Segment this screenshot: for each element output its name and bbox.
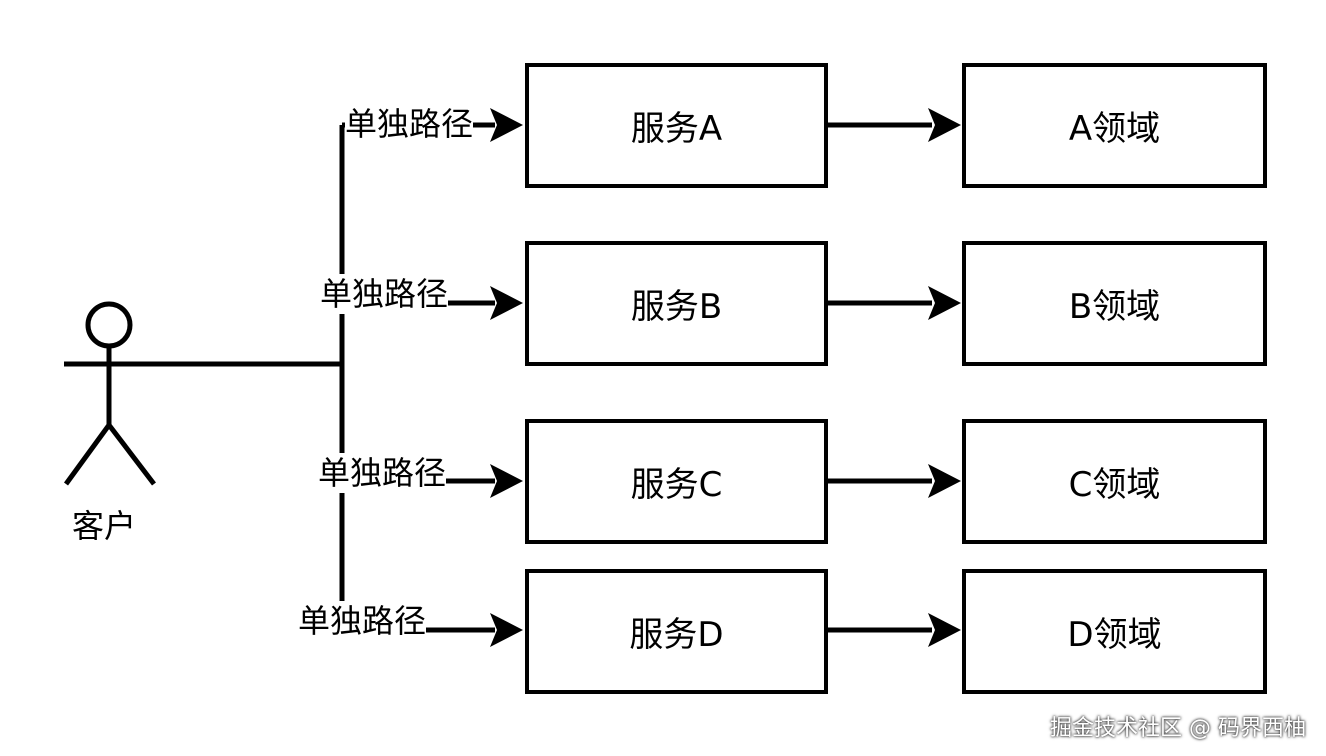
edge-label-c: 单独路径 (318, 453, 447, 493)
service-label-b: 服务B (630, 287, 723, 327)
service-to-domain-d (828, 613, 961, 647)
edge-label-b: 单独路径 (320, 274, 449, 314)
actor-label: 客户 (72, 507, 137, 545)
domain-box-d: D领域 (962, 569, 1267, 694)
service-to-domain-b (828, 286, 961, 320)
service-box-c: 服务C (525, 419, 828, 544)
domain-label-a: A领域 (1068, 109, 1161, 149)
domain-label-b: B领域 (1068, 287, 1161, 327)
domain-box-b: B领域 (962, 241, 1267, 366)
arrowhead-c (490, 464, 523, 498)
service-label-c: 服务C (630, 465, 723, 505)
actor-figure (63, 301, 156, 486)
domain-box-c: C领域 (962, 419, 1267, 544)
actor-head (85, 301, 133, 349)
domain-label-d: D领域 (1067, 615, 1162, 655)
actor-leg-left (63, 423, 112, 486)
actor-leg-right (107, 423, 156, 486)
service-box-a: 服务A (525, 63, 828, 188)
service-box-d: 服务D (525, 569, 828, 694)
edge-label-d: 单独路径 (298, 601, 427, 641)
service-box-b: 服务B (525, 241, 828, 366)
arrowhead-d (490, 613, 523, 647)
service-label-d: 服务D (629, 615, 724, 655)
domain-label-c: C领域 (1068, 465, 1161, 505)
edge-label-a: 单独路径 (345, 104, 474, 144)
domain-box-a: A领域 (962, 63, 1267, 188)
arrowhead-a (490, 108, 523, 142)
service-to-domain-a (828, 108, 961, 142)
service-to-domain-c (828, 464, 961, 498)
watermark-text: 掘金技术社区 @ 码界西柚 (1050, 716, 1306, 741)
service-label-a: 服务A (630, 109, 723, 149)
arrowhead-b (490, 286, 523, 320)
